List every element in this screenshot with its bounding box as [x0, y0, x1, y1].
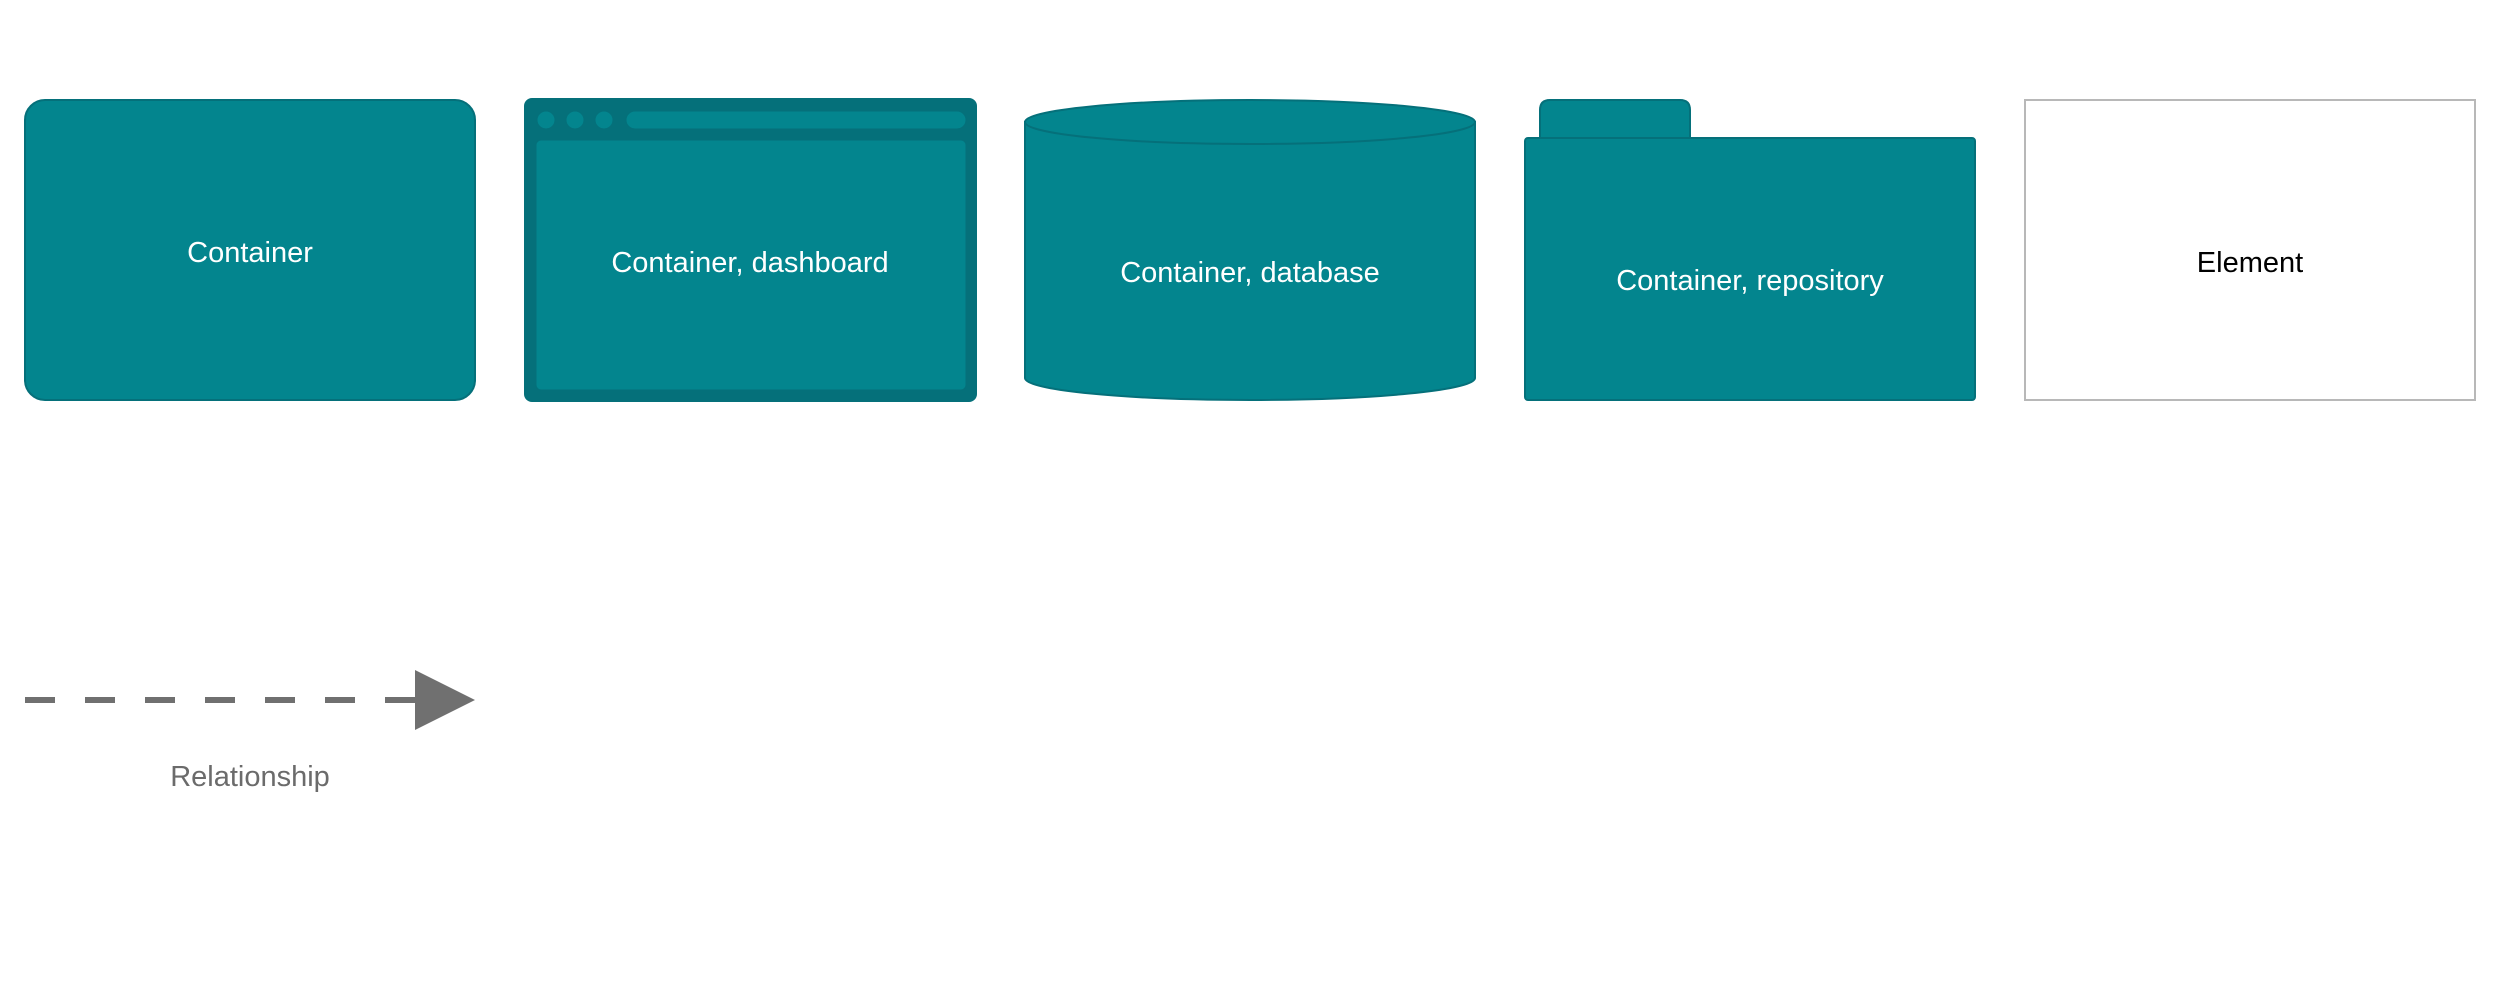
folder-body — [1524, 137, 1976, 401]
container-shape[interactable]: Container — [24, 99, 476, 401]
repository-shape[interactable]: Container, repository — [1524, 99, 1976, 401]
database-shape[interactable]: Container, database — [1024, 99, 1476, 401]
dashboard-body — [535, 139, 967, 391]
folder-tab — [1539, 99, 1691, 141]
repository-label: Container, repository — [1616, 265, 1884, 297]
database-top — [1024, 99, 1476, 145]
relationship-arrow[interactable]: Relationship — [25, 670, 475, 793]
database-body — [1024, 121, 1476, 401]
dashboard-shape[interactable]: Container, dashboard — [524, 98, 977, 402]
element-shape[interactable]: Element — [2024, 99, 2476, 401]
window-dot-icon — [594, 110, 614, 130]
element-label: Element — [2197, 247, 2303, 279]
relationship-label: Relationship — [170, 761, 330, 793]
container-label: Container — [187, 237, 313, 269]
arrowhead-icon — [415, 670, 475, 730]
window-dot-icon — [536, 110, 556, 130]
element-box — [2024, 99, 2476, 401]
window-dot-icon — [565, 110, 585, 130]
container-box — [24, 99, 476, 401]
address-bar — [625, 110, 967, 130]
database-label: Container, database — [1120, 257, 1380, 289]
dashboard-label: Container, dashboard — [611, 247, 888, 279]
